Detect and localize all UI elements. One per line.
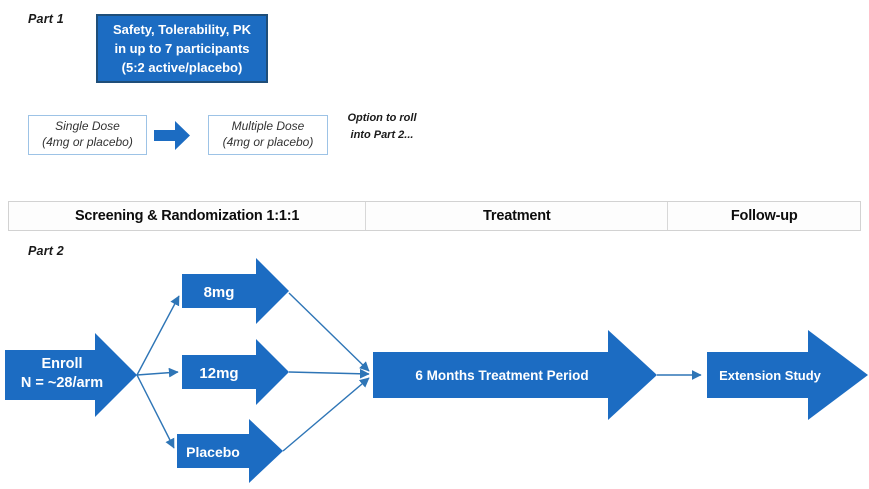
connector-enroll-12mg bbox=[136, 367, 179, 378]
phase-treatment: Treatment bbox=[365, 202, 667, 230]
connector-placebo-treatment bbox=[282, 377, 370, 452]
option-note: Option to roll into Part 2... bbox=[336, 110, 428, 143]
phase-screening: Screening & Randomization 1:1:1 bbox=[74, 208, 300, 224]
connector-enroll-placebo bbox=[136, 374, 175, 449]
phase-followup: Follow-up bbox=[667, 202, 860, 230]
phase-header-bar: Screening & Randomization 1:1:1 Treatmen… bbox=[8, 201, 861, 231]
multiple-dose-line-1: Multiple Dose bbox=[231, 119, 305, 134]
multiple-dose-line-2: (4mg or placebo) bbox=[222, 135, 314, 149]
single-dose-line-2: (4mg or placebo) bbox=[42, 135, 133, 149]
arm-placebo-label: Placebo bbox=[186, 444, 240, 460]
connector-lines bbox=[136, 292, 702, 452]
arm-12mg-arrow bbox=[182, 339, 289, 405]
treatment-period-arrow bbox=[373, 330, 657, 420]
arm-placebo-arrow bbox=[177, 419, 283, 483]
arm-12mg-label: 12mg bbox=[199, 365, 238, 382]
part1-label: Part 1 bbox=[28, 12, 64, 26]
multiple-dose-box: Multiple Dose (4mg or placebo) bbox=[208, 115, 328, 155]
enroll-arrow bbox=[5, 333, 137, 417]
connector-8mg-treatment bbox=[288, 292, 370, 372]
single-dose-box: Single Dose (4mg or placebo) bbox=[28, 115, 147, 155]
enroll-label-line-2: N = ~28/arm bbox=[21, 375, 103, 391]
option-note-line-2: into Part 2... bbox=[350, 128, 414, 141]
enroll-label-line-1: Enroll bbox=[41, 356, 82, 372]
arm-8mg-arrow bbox=[182, 258, 289, 324]
summary-line-2: in up to 7 participants bbox=[114, 40, 250, 56]
summary-line-1: Safety, Tolerability, PK bbox=[113, 21, 251, 37]
option-note-line-1: Option to roll bbox=[347, 112, 417, 124]
arm-8mg-label: 8mg bbox=[204, 284, 235, 301]
connector-12mg-treatment bbox=[288, 368, 370, 379]
part2-label: Part 2 bbox=[28, 244, 64, 258]
extension-study-arrow bbox=[707, 330, 868, 420]
part1-summary-box: Safety, Tolerability, PK in up to 7 part… bbox=[96, 14, 268, 83]
treatment-period-label: 6 Months Treatment Period bbox=[415, 368, 588, 383]
summary-line-3: (5:2 active/placebo) bbox=[121, 60, 243, 76]
single-dose-line-1: Single Dose bbox=[55, 119, 120, 134]
connector-enroll-8mg bbox=[136, 295, 180, 376]
dose-transition-arrow-icon bbox=[154, 121, 190, 150]
extension-study-label: Extension Study bbox=[719, 368, 822, 383]
